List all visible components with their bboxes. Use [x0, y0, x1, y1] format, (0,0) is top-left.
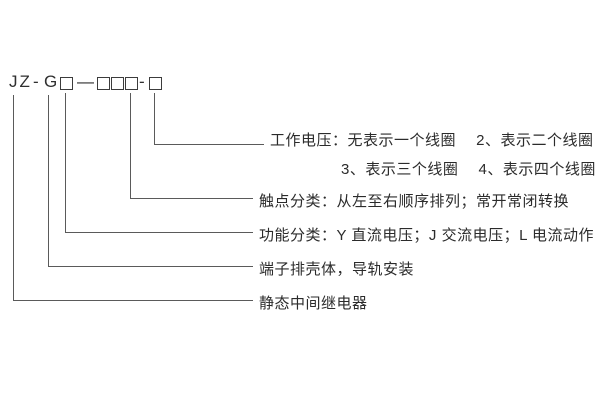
- code-box-function-icon: [60, 77, 73, 90]
- leader-hline-contact: [130, 198, 253, 199]
- leader-hline-housing: [48, 266, 253, 267]
- code-box-contact-1-icon: [97, 77, 110, 90]
- code-prefix-jz: JZ: [9, 72, 32, 91]
- leader-hline-relay: [13, 300, 253, 301]
- leader-vline-contact: [130, 93, 131, 198]
- leader-vline-function: [65, 93, 66, 232]
- leader-vline-housing: [48, 95, 49, 266]
- label-contact-category: 触点分类：从左至右顺序排列；常开常闭转换: [259, 193, 570, 210]
- code-dash-2: —: [77, 72, 96, 91]
- code-dash-1: -: [33, 72, 41, 91]
- code-box-voltage-icon: [149, 77, 162, 90]
- label-working-voltage-line1: 工作电压：无表示一个线圈 2、表示二个线圈: [270, 132, 594, 149]
- code-letter-g: G: [44, 72, 60, 91]
- code-box-contact-2-icon: [111, 77, 124, 90]
- code-dash-3: -: [139, 72, 147, 91]
- label-housing: 端子排壳体，导轨安装: [259, 261, 415, 278]
- leader-hline-function: [65, 232, 253, 233]
- leader-vline-relay: [13, 95, 14, 300]
- label-function-category: 功能分类：Y 直流电压；J 交流电压；L 电流动作: [259, 227, 595, 244]
- leader-hline-voltage: [154, 144, 264, 145]
- leader-vline-voltage: [154, 93, 155, 144]
- label-working-voltage-line2: 3、表示三个线圈 4、表示四个线圈: [341, 161, 596, 178]
- code-box-contact-3-icon: [125, 77, 138, 90]
- label-relay-type: 静态中间继电器: [259, 295, 368, 312]
